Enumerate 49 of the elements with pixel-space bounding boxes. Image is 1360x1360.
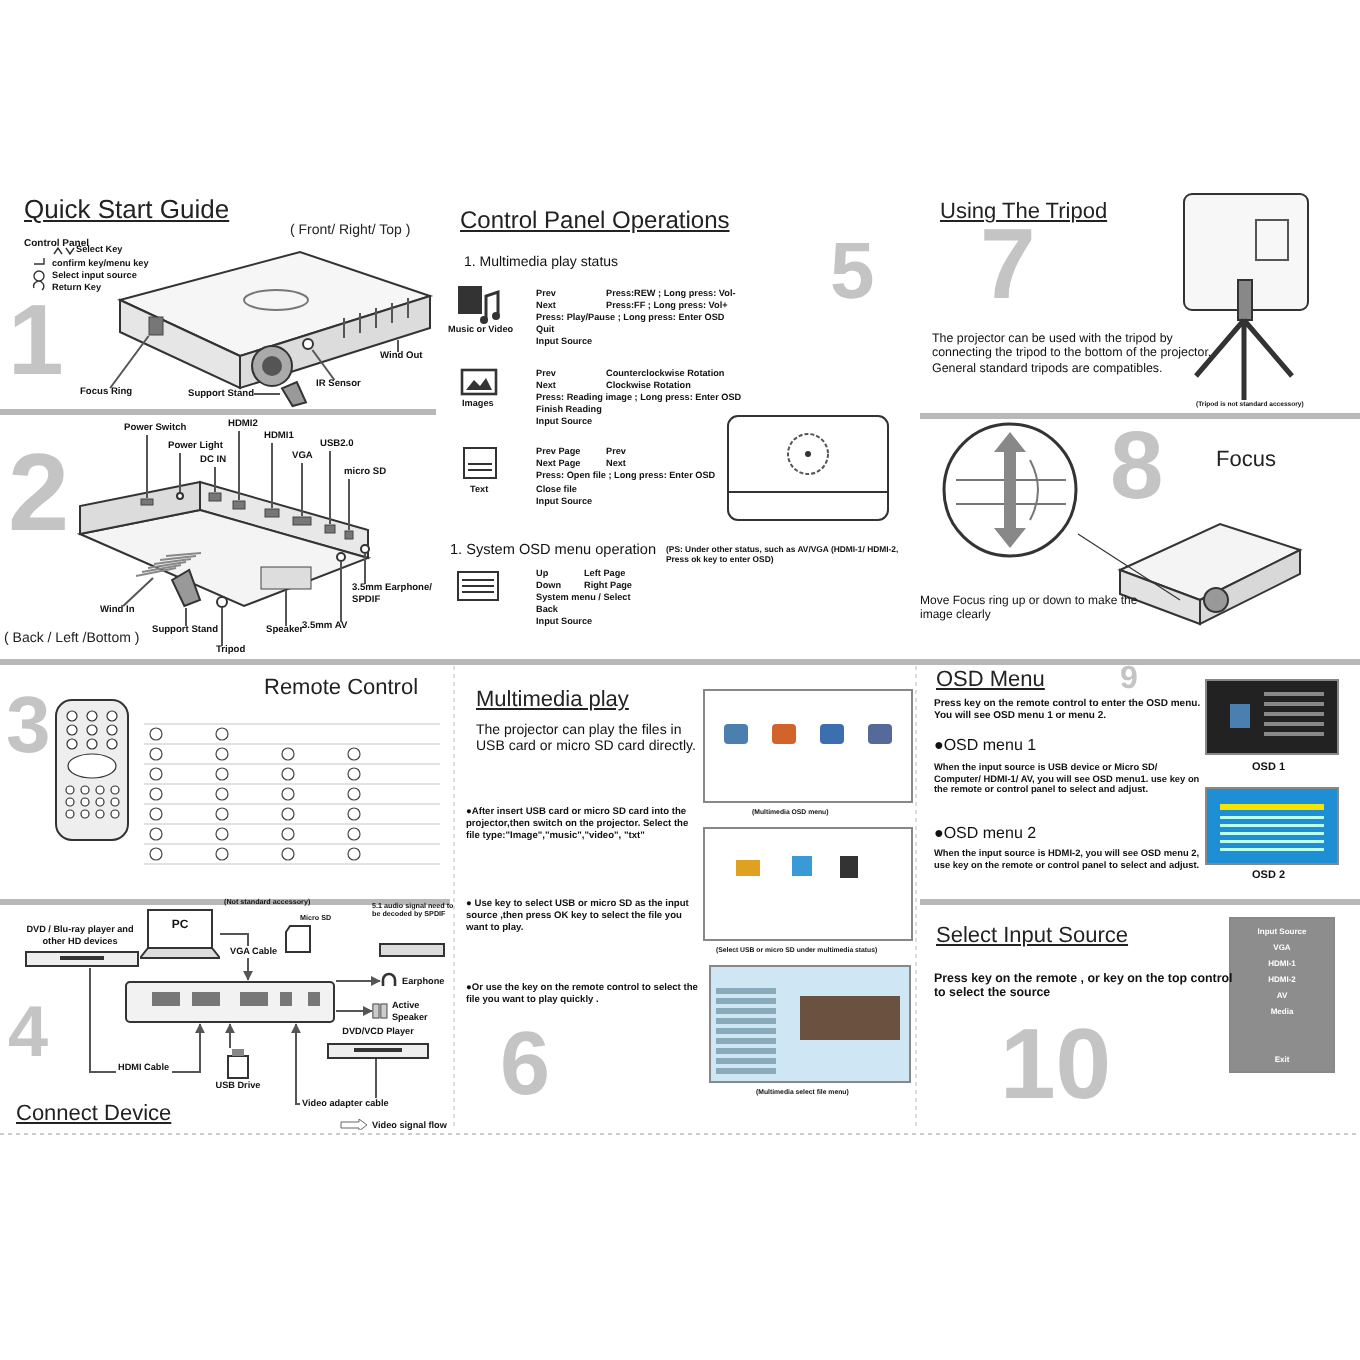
section-number: 7 <box>980 220 1036 310</box>
cable-arrow <box>225 1023 235 1049</box>
section-number: 4 <box>8 1000 49 1065</box>
indicator-light <box>176 492 184 500</box>
section-subheading: ●OSD menu 1 <box>934 736 1037 756</box>
section-title: Using The Tripod <box>940 200 1108 225</box>
section-title: Control Panel Operations <box>460 208 730 235</box>
section-title: Remote Control <box>264 676 419 701</box>
section-title: Connect Device <box>16 1102 172 1127</box>
section-title: Quick Start Guide <box>24 196 230 225</box>
support-stand-drawing <box>280 380 308 408</box>
section-title: Multimedia play <box>476 688 629 713</box>
switch-drawing <box>140 498 154 506</box>
laptop-drawing <box>140 908 220 960</box>
cable-arrow <box>335 1006 373 1016</box>
section-panel <box>0 416 436 660</box>
section-subheading: ●OSD menu 2 <box>934 824 1037 844</box>
section-number: 3 <box>6 690 51 762</box>
jack-drawing <box>336 552 346 562</box>
section-title: Select Input Source <box>936 924 1129 949</box>
section-number: 1 <box>8 296 64 386</box>
port-drawing <box>264 508 280 518</box>
section-number: 10 <box>1000 1020 1112 1110</box>
cable-arrow <box>219 933 253 981</box>
projector-drawing <box>124 980 336 1024</box>
port-drawing <box>232 500 246 510</box>
tripod-mount-drawing <box>216 596 228 608</box>
port-drawing <box>292 516 312 526</box>
focus-ring-drawing <box>148 316 164 336</box>
section-number: 8 <box>1110 424 1164 511</box>
speaker-drawing <box>260 566 312 590</box>
device-item <box>24 924 136 968</box>
jack-drawing <box>360 544 370 554</box>
port-drawing <box>208 492 222 502</box>
support-stand-drawing <box>170 568 202 608</box>
sensor-drawing <box>302 338 314 350</box>
zoom-circle-drawing <box>942 422 1078 558</box>
section-number: 9 <box>1120 666 1138 695</box>
slot-drawing <box>344 530 354 540</box>
section-title: OSD Menu <box>936 668 1045 693</box>
section-number: 5 <box>830 236 875 308</box>
cable-arrow <box>335 976 381 986</box>
vent-grille <box>132 550 204 578</box>
section-number: 2 <box>8 444 70 543</box>
leader-line <box>1077 533 1181 601</box>
device-item <box>380 972 445 990</box>
section-title: Focus <box>1216 448 1276 473</box>
port-drawing <box>324 524 336 534</box>
section-number: 6 <box>500 1024 551 1105</box>
